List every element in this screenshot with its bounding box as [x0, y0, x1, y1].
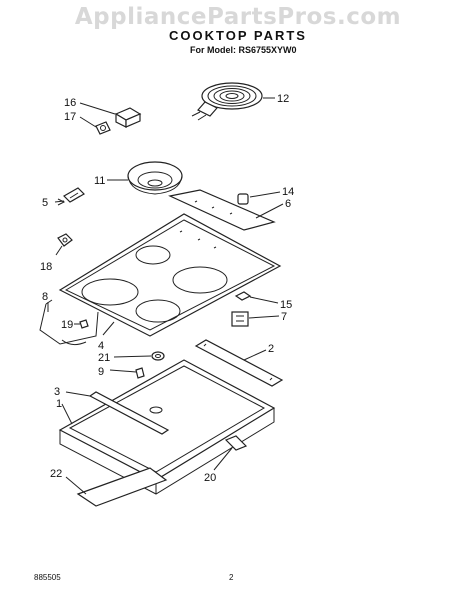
part-22-bottom-shield — [65, 467, 168, 507]
callout-15: 15 — [280, 299, 292, 311]
part-1-cooktop-box — [58, 359, 276, 495]
callout-3: 3 — [54, 386, 60, 398]
callout-4: 4 — [98, 340, 104, 352]
callout-8: 8 — [42, 291, 48, 303]
callout-11: 11 — [94, 175, 105, 187]
part-6-control-panel — [168, 189, 284, 231]
callout-19: 19 — [61, 319, 73, 331]
part-15-spacer — [234, 291, 279, 304]
watermark: AppliancePartsPros.com — [74, 4, 402, 30]
part-17-terminal-clip — [79, 116, 111, 135]
callout-6: 6 — [285, 198, 291, 210]
part-5-receptacle — [54, 187, 85, 206]
page-number: 2 — [229, 573, 234, 582]
part-19-screw — [74, 319, 89, 329]
part-2-rear-bracket — [194, 339, 284, 387]
callout-2: 2 — [268, 343, 274, 355]
callout-16: 16 — [64, 97, 76, 109]
callout-1: 1 — [56, 398, 62, 410]
callout-7: 7 — [281, 311, 287, 323]
part-7-switch — [231, 311, 280, 327]
callout-17: 17 — [64, 111, 76, 123]
part-21-nut — [113, 351, 165, 361]
callout-20: 20 — [204, 472, 216, 484]
part-3-cross-brace — [65, 391, 170, 435]
callout-14: 14 — [282, 186, 294, 198]
part-11-drip-bowl — [107, 161, 183, 195]
model-label: For Model: RS6755XYW0 — [190, 45, 297, 55]
callout-18: 18 — [40, 261, 52, 273]
callout-9: 9 — [98, 366, 104, 378]
page-title: COOKTOP PARTS — [169, 28, 307, 43]
part-12-coil-element — [191, 82, 275, 121]
part-16-bracket — [79, 102, 142, 128]
part-9-screw — [109, 367, 145, 379]
diagram-code: 885505 — [34, 573, 61, 582]
callout-21: 21 — [98, 352, 110, 364]
part-4-cooktop-top — [58, 213, 282, 337]
part-18-clip — [55, 233, 73, 256]
part-8-wire-harness — [39, 299, 99, 346]
callout-12: 12 — [277, 93, 289, 105]
part-14-knob — [237, 191, 281, 205]
callout-5: 5 — [42, 197, 48, 209]
part-20-bottom-bracket — [213, 435, 248, 471]
callout-22: 22 — [50, 468, 62, 480]
